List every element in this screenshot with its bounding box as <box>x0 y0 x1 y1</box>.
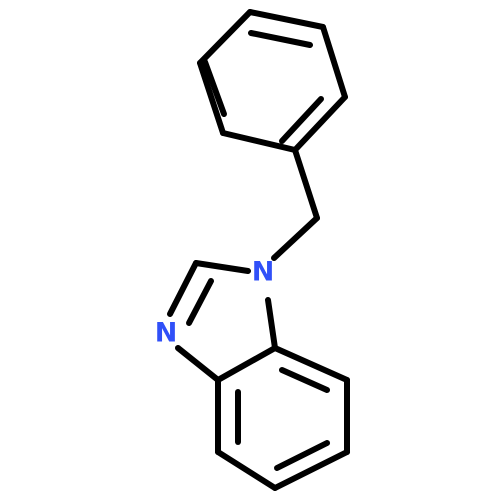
bond <box>215 449 278 491</box>
bond <box>220 130 298 153</box>
bond <box>193 260 251 274</box>
double-bond-inner <box>279 96 324 144</box>
bond <box>272 345 350 383</box>
bond <box>167 260 199 317</box>
double-bond-inner <box>279 367 330 393</box>
double-bond-inner <box>248 30 313 48</box>
bond <box>197 60 226 136</box>
double-bond-inner <box>202 59 227 117</box>
bond <box>265 297 278 351</box>
bond <box>320 24 348 100</box>
double-bond-inner <box>186 278 214 326</box>
bond <box>175 345 221 383</box>
bond <box>292 94 348 153</box>
bond <box>272 449 350 491</box>
phenyl-ring <box>197 9 348 153</box>
bond <box>247 9 326 30</box>
bond <box>197 9 253 66</box>
atom-label-n3: N <box>155 318 178 349</box>
bond <box>215 345 278 383</box>
n-ch2-bond <box>271 215 320 261</box>
benzo-ring <box>215 345 350 491</box>
methylene-bond <box>292 147 320 221</box>
double-bond-inner <box>274 440 330 471</box>
imidazole-ring <box>167 260 278 383</box>
atom-label-n1: N <box>252 257 275 288</box>
